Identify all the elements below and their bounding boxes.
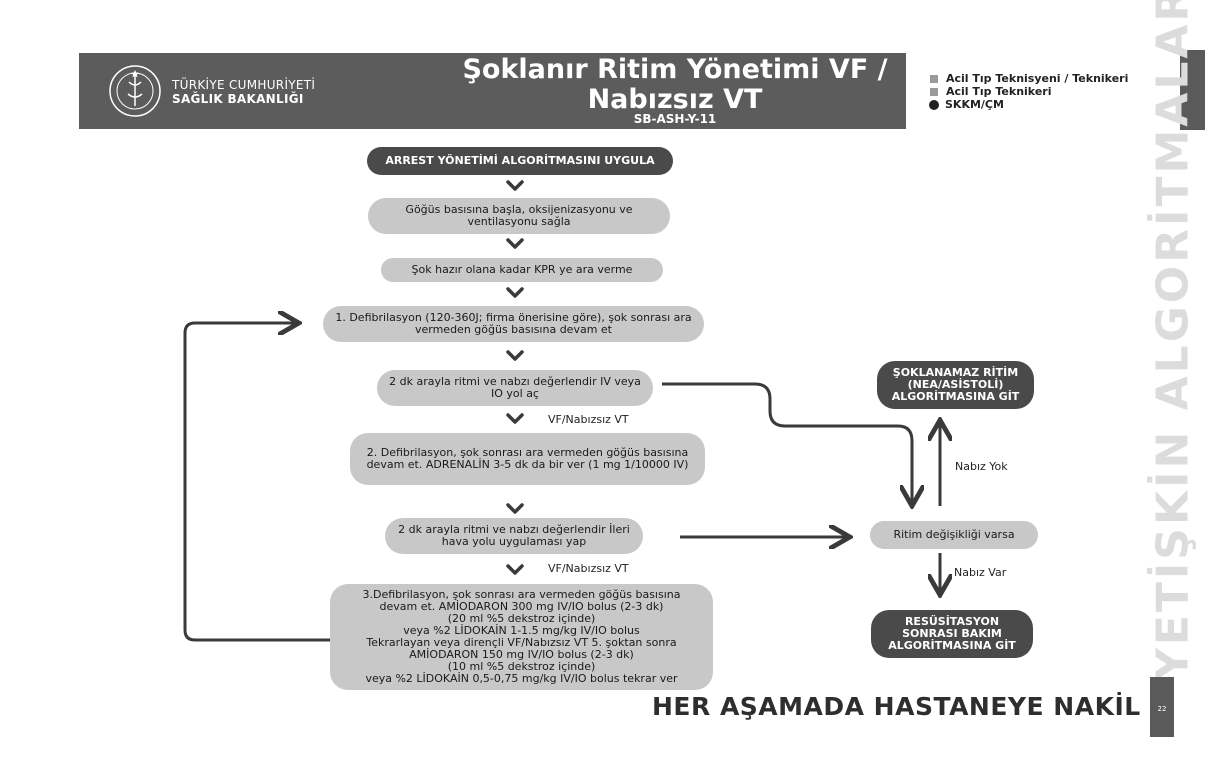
step-cpr-until-shock: Şok hazır olana kadar KPR ye ara verme: [381, 258, 663, 282]
legend: Acil Tıp Teknisyeni / Teknikeri Acil Tıp…: [929, 72, 1128, 111]
ministry-name-line1: TÜRKİYE CUMHURİYETİ: [172, 78, 316, 92]
algorithm-code: SB-ASH-Y-11: [633, 112, 717, 126]
chevron-down-icon: [506, 564, 524, 575]
chevron-down-icon: [506, 413, 524, 424]
chevron-down-icon: [506, 180, 524, 191]
step-third-defibrillation: 3.Defibrilasyon, şok sonrası ara vermede…: [330, 584, 713, 690]
step-assess-iv: 2 dk arayla ritmi ve nabzı değerlendir I…: [377, 370, 653, 406]
step-compressions: Göğüs basısına başla, oksijenizasyonu ve…: [368, 198, 670, 234]
arrow-to-rhythm-check: [662, 382, 912, 503]
page-number-bar: [1150, 677, 1174, 737]
title-line1: Şoklanır Ritim Yönetimi VF /: [462, 54, 888, 85]
step-second-defibrillation: 2. Defibrilasyon, şok sonrası ara vermed…: [350, 433, 705, 485]
chevron-down-icon: [506, 287, 524, 298]
loop-back-arrow: [183, 323, 330, 642]
ministry-logo-icon: [109, 65, 161, 117]
nonshockable-node: ŞOKLANAMAZ RİTİM (NEA/ASİSTOLİ) ALGORİTM…: [877, 361, 1034, 409]
step-first-defibrillation: 1. Defibrilasyon (120-360J; firma öneris…: [323, 306, 704, 342]
chevron-down-icon: [506, 503, 524, 514]
label-no-pulse: Nabız Yok: [955, 460, 1008, 473]
start-node: ARREST YÖNETİMİ ALGORİTMASINI UYGULA: [367, 147, 673, 175]
chevron-down-icon: [506, 238, 524, 249]
transport-notice: HER AŞAMADA HASTANEYE NAKİL: [652, 692, 1141, 721]
page-number: 22: [1157, 705, 1167, 713]
chevron-down-icon: [506, 350, 524, 361]
gray-square-icon: [930, 87, 938, 96]
legend-item: SKKM/ÇM: [929, 98, 1128, 111]
label-vf-2: VF/Nabızsız VT: [548, 562, 629, 575]
corner-bar: [1180, 50, 1205, 130]
page-title: Şoklanır Ritim Yönetimi VF / Nabızsız VT: [370, 55, 980, 115]
title-line2: Nabızsız VT: [587, 84, 763, 115]
header-bar: [79, 53, 906, 129]
gray-square-icon: [930, 74, 938, 83]
post-resuscitation-node: RESÜSİTASYON SONRASI BAKIM ALGORİTMASINA…: [871, 610, 1033, 658]
ministry-name-line2: SAĞLIK BAKANLIĞI: [172, 92, 304, 106]
label-pulse: Nabız Var: [954, 566, 1007, 579]
step-assess-airway: 2 dk arayla ritmi ve nabzı değerlendir İ…: [385, 518, 643, 554]
label-vf-1: VF/Nabızsız VT: [548, 413, 629, 426]
legend-item: Acil Tıp Teknikeri: [930, 85, 1128, 98]
circle-icon: [929, 99, 939, 110]
rhythm-change-node: Ritim değişikliği varsa: [870, 521, 1038, 549]
legend-item: Acil Tıp Teknisyeni / Teknikeri: [930, 72, 1128, 85]
